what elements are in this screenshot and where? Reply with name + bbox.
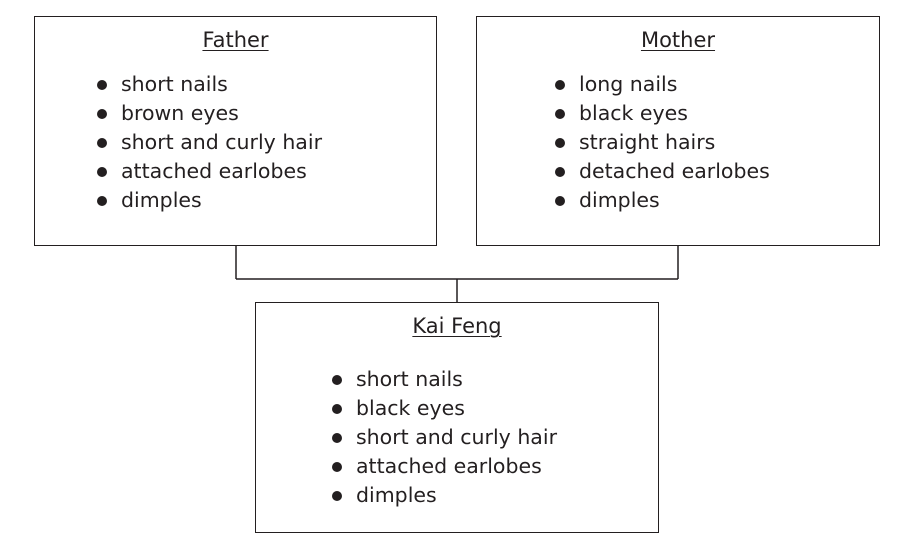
bullet-icon: [97, 196, 107, 206]
bullet-icon: [332, 433, 342, 443]
father-title: Father: [202, 28, 269, 52]
mother-trait-label: straight hairs: [579, 130, 716, 154]
child-trait-label: black eyes: [356, 396, 465, 420]
bullet-icon: [555, 196, 565, 206]
bullet-icon: [332, 491, 342, 501]
father-trait: short and curly hair: [97, 128, 322, 157]
mother-trait-label: black eyes: [579, 101, 688, 125]
bullet-icon: [555, 80, 565, 90]
child-box: Kai Feng short nails black eyes short an…: [255, 302, 659, 533]
mother-trait: long nails: [555, 70, 770, 99]
child-trait-label: attached earlobes: [356, 454, 542, 478]
bullet-icon: [332, 462, 342, 472]
father-trait: attached earlobes: [97, 157, 322, 186]
bullet-icon: [555, 109, 565, 119]
father-trait: dimples: [97, 186, 322, 215]
mother-title: Mother: [640, 28, 716, 52]
father-trait-label: brown eyes: [121, 101, 239, 125]
child-trait: dimples: [332, 481, 557, 510]
bullet-icon: [97, 138, 107, 148]
mother-trait-label: dimples: [579, 188, 660, 212]
father-trait: short nails: [97, 70, 322, 99]
mother-trait-label: detached earlobes: [579, 159, 770, 183]
bullet-icon: [555, 167, 565, 177]
bullet-icon: [97, 167, 107, 177]
mother-trait: straight hairs: [555, 128, 770, 157]
child-trait: short and curly hair: [332, 423, 557, 452]
mother-trait: detached earlobes: [555, 157, 770, 186]
mother-traits-list: long nails black eyes straight hairs det…: [555, 70, 770, 215]
bullet-icon: [332, 375, 342, 385]
child-title: Kai Feng: [412, 314, 502, 338]
father-box: Father short nails brown eyes short and …: [34, 16, 437, 246]
child-trait-label: short and curly hair: [356, 425, 557, 449]
father-trait-label: attached earlobes: [121, 159, 307, 183]
bullet-icon: [332, 404, 342, 414]
father-traits-list: short nails brown eyes short and curly h…: [97, 70, 322, 215]
child-traits-list: short nails black eyes short and curly h…: [332, 365, 557, 510]
child-trait: black eyes: [332, 394, 557, 423]
bullet-icon: [97, 80, 107, 90]
mother-trait: black eyes: [555, 99, 770, 128]
mother-box: Mother long nails black eyes straight ha…: [476, 16, 880, 246]
father-trait: brown eyes: [97, 99, 322, 128]
bullet-icon: [97, 109, 107, 119]
father-trait-label: short and curly hair: [121, 130, 322, 154]
mother-trait-label: long nails: [579, 72, 678, 96]
mother-trait: dimples: [555, 186, 770, 215]
bullet-icon: [555, 138, 565, 148]
child-trait: attached earlobes: [332, 452, 557, 481]
father-trait-label: dimples: [121, 188, 202, 212]
child-trait-label: short nails: [356, 367, 463, 391]
child-trait-label: dimples: [356, 483, 437, 507]
father-trait-label: short nails: [121, 72, 228, 96]
child-trait: short nails: [332, 365, 557, 394]
